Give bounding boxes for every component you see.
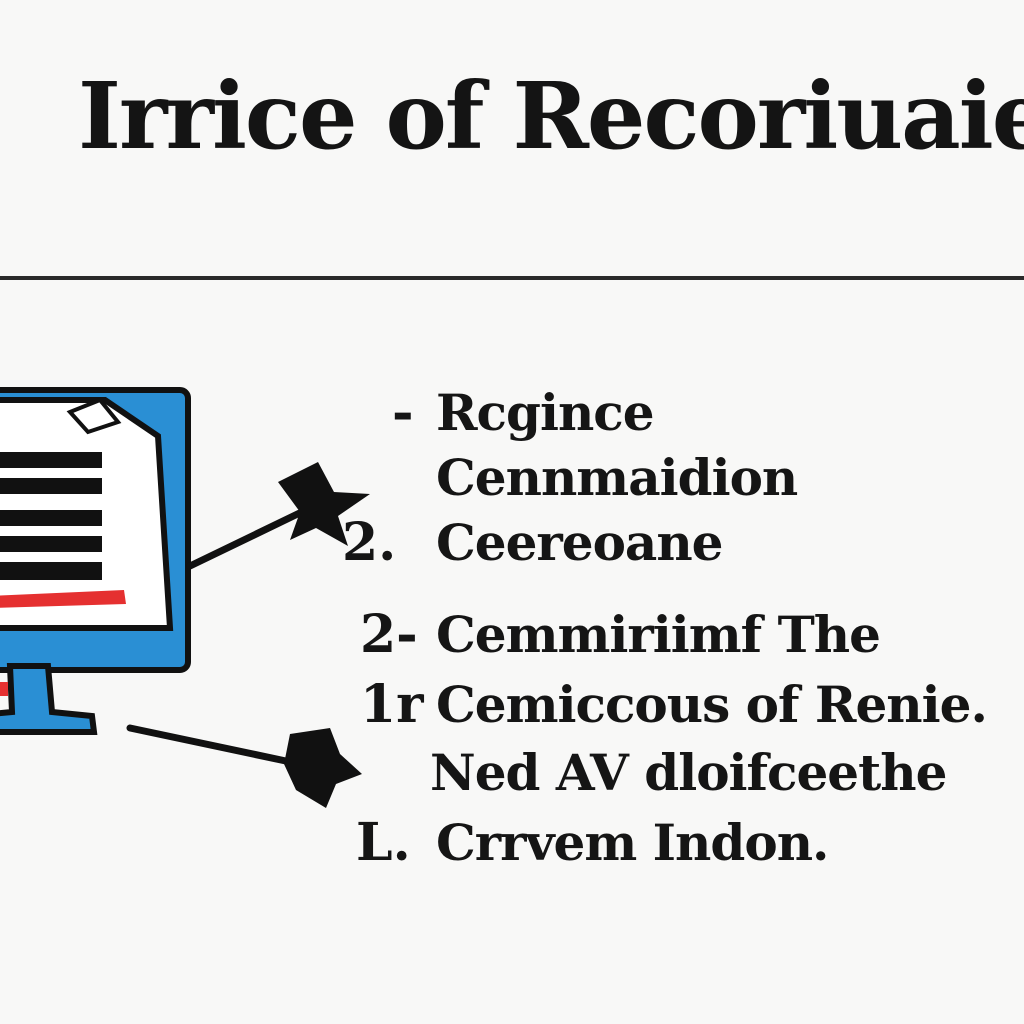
monitor-icon <box>0 387 191 735</box>
document-line <box>0 510 102 526</box>
list-item: Ned AV dloifceethe <box>0 738 1024 808</box>
document-corner <box>66 397 122 435</box>
title-divider <box>0 276 1024 280</box>
list-item-text: Ceereoane <box>436 513 723 572</box>
list-item-text: Cemmiriimf The <box>436 605 881 664</box>
document-line <box>0 478 102 494</box>
list-item-text: Cennmaidion <box>436 448 798 507</box>
document-line <box>0 452 102 468</box>
list-item: Cennmaidion <box>0 443 1024 513</box>
list-item-text: Crrvem Indon. <box>436 813 829 872</box>
list-item-text: Ned AV dloifceethe <box>430 743 947 802</box>
list-item-text: Cemiccous of Renie. <box>436 675 988 734</box>
list-item: L. Crrvem Indon. <box>0 808 1024 878</box>
document-line <box>0 536 102 552</box>
list-marker: 2. <box>342 512 397 573</box>
arrow-right-icon <box>126 724 362 808</box>
list-marker: - <box>392 382 414 443</box>
highlight-bar <box>0 590 126 608</box>
list-item: 1r Cemiccous of Renie. <box>0 670 1024 740</box>
arrow-right-icon <box>186 462 370 570</box>
diagram-title: Irrice of Recoriuaiee <box>78 62 1024 170</box>
monitor-stand <box>0 663 98 735</box>
list-item: - Rcgince <box>0 378 1024 448</box>
list-marker: 2- <box>360 604 418 665</box>
list-item-text: Rcgince <box>436 383 655 442</box>
list-marker: 1r <box>360 674 424 735</box>
stand-accent <box>0 682 8 696</box>
list-item: 2. Ceereoane <box>0 508 1024 578</box>
list-item: 2- Cemmiriimf The <box>0 600 1024 670</box>
list-marker: L. <box>356 812 411 873</box>
document-line <box>0 562 102 580</box>
